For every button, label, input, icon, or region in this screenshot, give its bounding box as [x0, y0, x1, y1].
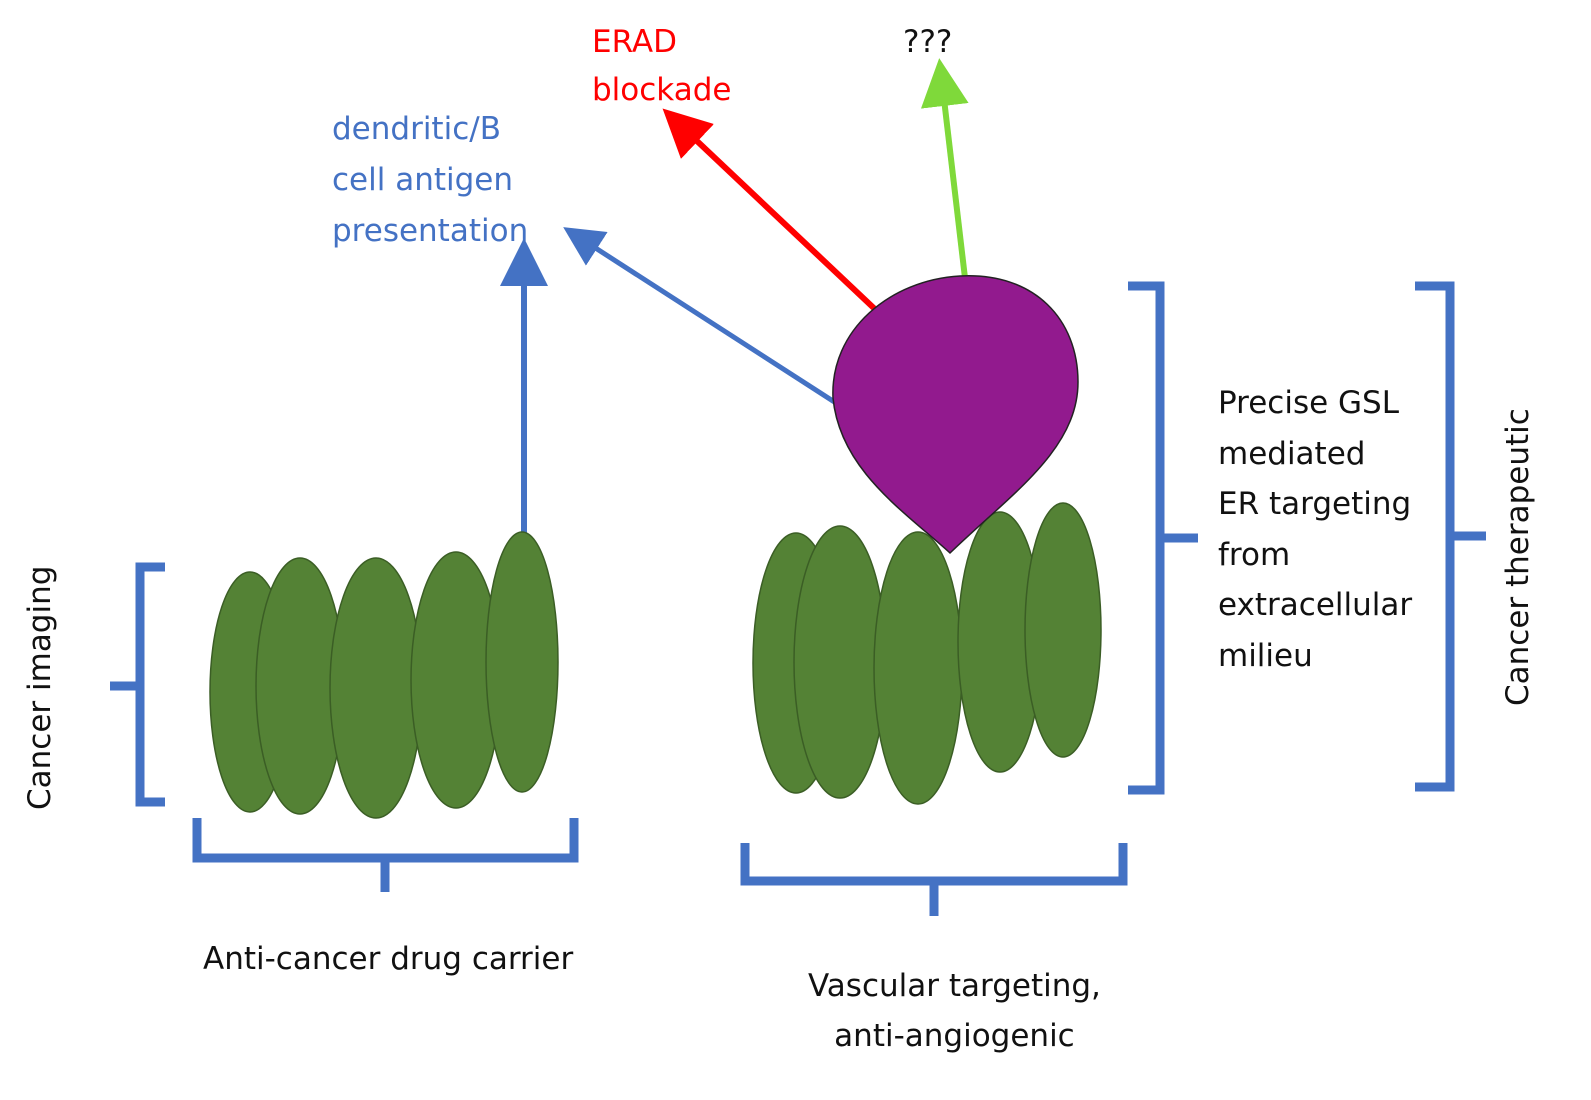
brace-gsl	[1128, 281, 1198, 795]
brace-therapeutic	[1415, 281, 1486, 792]
ligand-head-icon	[832, 275, 1079, 555]
imaging-label: Cancer imaging	[22, 565, 58, 810]
therapeutic-label: Cancer therapeutic	[1500, 408, 1536, 706]
left-pentamer-icon	[209, 531, 559, 819]
arrow-erad	[662, 108, 881, 315]
arrow-antigen-right	[563, 227, 838, 406]
brace-drug-carrier	[192, 818, 579, 892]
vascular-label: Vascular targeting, anti-angiogenic	[808, 968, 1101, 1054]
brace-imaging	[110, 562, 165, 807]
antigen-label: dendritic/B cell antigen presentation	[332, 111, 529, 250]
right-pentamer-icon	[752, 502, 1102, 805]
drug-carrier-label: Anti-cancer drug carrier	[203, 941, 574, 977]
erad-label: ERAD blockade	[592, 24, 732, 109]
brace-vascular	[740, 843, 1128, 916]
gsl-label: Precise GSL mediated ER targeting from e…	[1218, 385, 1413, 674]
arrow-unknown	[920, 58, 969, 279]
unknown-label: ???	[903, 24, 953, 60]
